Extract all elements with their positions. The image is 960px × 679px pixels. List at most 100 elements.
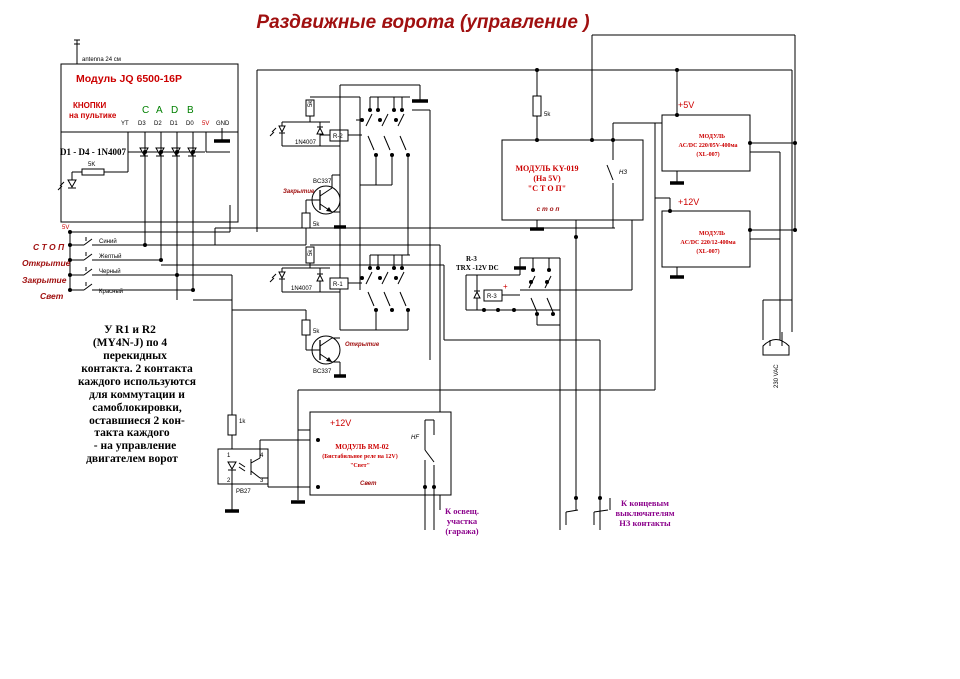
rm02-line1: МОДУЛЬ RM-02	[335, 443, 389, 451]
limit-switches	[559, 496, 611, 530]
pin-d1: D1	[170, 121, 178, 127]
left-5v-label: 5V	[62, 225, 69, 231]
relay-r3-label: R-3	[487, 294, 497, 300]
pin-yt: YT	[121, 121, 129, 127]
r3-title-2: TRX -12V DC	[456, 264, 499, 272]
pin-d3: D3	[138, 121, 146, 127]
diodes-label: D1 - D4 - 1N4007	[60, 147, 126, 157]
button-letter-d: D	[171, 105, 178, 116]
psu-5v: +5V МОДУЛЬ AC/DC 220/05V-400ма (XL-007)	[655, 97, 797, 185]
relay-r1-label: R-1	[333, 282, 343, 288]
r1-resistor-label: 5k	[308, 249, 314, 256]
note-text: У R1 и R2 (MY4N-J) по 4 перекидных конта…	[78, 324, 196, 465]
note-line-6: самоблокировки,	[92, 402, 182, 414]
relay-r2-label: R-2	[333, 134, 343, 140]
ky-contact: НЗ	[619, 170, 627, 176]
button-letter-b: B	[187, 105, 194, 116]
r2-resistor-label: 5k	[308, 100, 314, 107]
psu12-line2: AC/DC 220/12-400ма	[680, 240, 735, 246]
wire-red: Красный	[99, 288, 123, 295]
note-line-7: оставшиеся 2 кон-	[89, 415, 185, 427]
psu12-line3: (XL-007)	[696, 248, 719, 255]
psu5-voltage: +5V	[678, 100, 694, 110]
limit-note-0: К концевым	[621, 498, 669, 508]
wire-black: Черный	[99, 268, 121, 275]
jq-module-name: Модуль JQ 6500-16P	[76, 73, 182, 85]
wire-blue: Синий	[99, 238, 117, 245]
psu5-line2: AC/DC 220/05V-400ма	[678, 143, 737, 149]
note-line-4: каждого используются	[78, 376, 196, 388]
note-line-0: У R1 и R2	[104, 324, 156, 336]
indicator-led: 5K	[57, 132, 129, 191]
note-line-3: контакта. 2 контакта	[81, 363, 193, 375]
relay-r3-block: R-3 TRX -12V DC R-3 +	[456, 255, 632, 498]
opto-name: PB27	[236, 489, 251, 495]
limit-note: К концевым выключателям НЗ контакты	[616, 498, 675, 528]
label-close: Закрытие	[22, 275, 67, 285]
light-note-0: К освещ.	[445, 506, 479, 516]
opto-pin-3: 3	[260, 478, 264, 484]
ky-line1: МОДУЛЬ KY-019	[516, 164, 579, 173]
note-line-9: - на управление	[94, 440, 176, 452]
pin-gnd: GND	[216, 121, 230, 127]
rm02-contact: HF	[411, 435, 419, 441]
opto-pin-4: 4	[260, 453, 264, 459]
note-line-1: (MY4N-J) по 4	[93, 337, 168, 349]
module-jq6500: antenna 24 см Модуль JQ 6500-16P КНОПКИ …	[60, 39, 239, 223]
limit-note-1: выключателям	[616, 508, 675, 518]
opto-pin-2: 2	[227, 478, 231, 484]
rm02-footer: Свет	[360, 481, 377, 487]
module-ky019: 5k МОДУЛЬ KY-019 (На 5V) "С Т О П" с т о…	[501, 95, 656, 498]
note-line-8: такта каждого	[94, 427, 170, 439]
pin-5v: 5V	[202, 121, 209, 127]
buttons-label-2: на пультике	[69, 111, 117, 120]
opto-pin-1: 1	[227, 453, 231, 459]
transistor-open: 5k Открытие BC337	[231, 275, 380, 415]
mains-plug: 230 VAC	[762, 299, 792, 388]
light-note-2: (гаража)	[445, 526, 478, 536]
light-note: К освещ. участка (гаража)	[445, 506, 479, 536]
note-line-10: двигателем ворот	[86, 453, 178, 465]
limit-note-2: НЗ контакты	[619, 518, 671, 528]
t1-label: Закрытие	[283, 189, 315, 195]
button-letter-a: A	[156, 105, 163, 116]
buttons-label-1: КНОПКИ	[73, 101, 107, 110]
psu5-line1: МОДУЛЬ	[699, 134, 725, 140]
rm02-line2: (Бистабильное реле на 12V)	[322, 453, 398, 460]
ky-resistor-label: 5k	[544, 112, 551, 118]
rm02-line3: "Свет"	[350, 463, 370, 469]
ky-footer: с т о п	[537, 206, 560, 213]
antenna-label: antenna 24 см	[82, 57, 121, 63]
top-bus	[256, 34, 796, 332]
optocoupler-pb27: 1k 1 2 3 4 PB27	[217, 414, 310, 513]
pin-d0: D0	[186, 121, 194, 127]
r3-plus: +	[503, 282, 508, 291]
label-stop: С Т О П	[33, 242, 65, 252]
t1-name: BC337	[313, 179, 332, 185]
psu12-line1: МОДУЛЬ	[699, 231, 725, 237]
pin-d2: D2	[154, 121, 162, 127]
label-light: Свет	[40, 291, 64, 301]
note-line-5: для коммутации и	[89, 389, 185, 401]
button-letter-c: C	[142, 105, 149, 116]
diagram-title: Раздвижные ворота (управление )	[256, 12, 589, 33]
t1-resistor-label: 5k	[313, 222, 320, 228]
note-line-2: перекидных	[103, 350, 167, 362]
ky-line2: (На 5V)	[533, 174, 561, 183]
relay-r2-block: 5k R-2 1N4007	[269, 84, 431, 360]
data-line-wires	[143, 132, 615, 301]
relay-r1-block: 5k R-1 1N4007	[269, 244, 560, 510]
module-rm02: +12V МОДУЛЬ RM-02 (Бистабильное реле на …	[291, 389, 655, 530]
transistor-close: 5k Закрытие BC337	[215, 174, 346, 246]
psu5-line3: (XL-007)	[696, 151, 719, 158]
label-open: Открытие	[22, 258, 71, 268]
t2-label: Открытие	[345, 342, 380, 348]
led-resistor-label: 5K	[88, 162, 95, 168]
psu-12v: +12V МОДУЛЬ AC/DC 220/12-400ма (XL-007)	[655, 152, 797, 340]
ky-line3: "С Т О П"	[528, 184, 566, 193]
rm02-voltage: +12V	[330, 418, 351, 428]
r3-title-1: R-3	[466, 255, 477, 263]
mains-label: 230 VAC	[774, 364, 780, 388]
opto-resistor-label: 1k	[239, 419, 246, 425]
